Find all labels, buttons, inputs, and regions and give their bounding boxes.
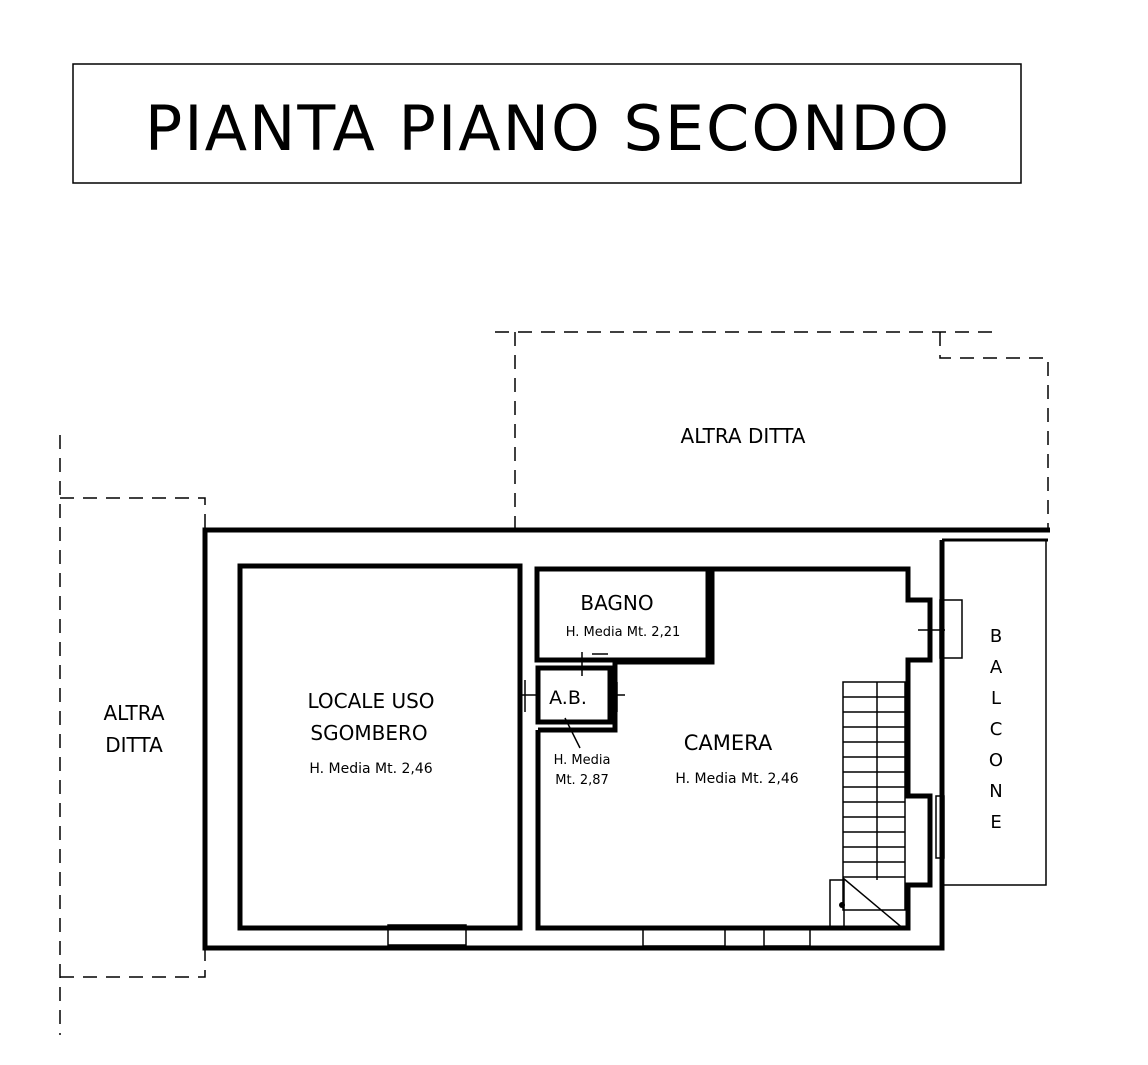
plan-title: PIANTA PIANO SECONDO bbox=[145, 92, 951, 165]
balcone-letter: E bbox=[990, 812, 1001, 833]
neighbor-left-label-1: ALTRA bbox=[103, 701, 164, 725]
locale-label-1: LOCALE USO bbox=[307, 689, 434, 713]
balcone-letter: N bbox=[989, 781, 1002, 802]
ab-height-1: H. Media bbox=[554, 753, 611, 768]
balcone-letter: L bbox=[991, 688, 1001, 709]
balcone-label: B A L C O N E bbox=[989, 626, 1003, 833]
bagno-height: H. Media Mt. 2,21 bbox=[566, 625, 681, 640]
title-box: PIANTA PIANO SECONDO bbox=[72, 63, 1022, 184]
balcone-letter: C bbox=[990, 719, 1003, 740]
ab-leader-line bbox=[564, 717, 581, 749]
camera-height: H. Media Mt. 2,46 bbox=[675, 771, 798, 787]
staircase bbox=[829, 681, 906, 931]
windows bbox=[387, 924, 811, 947]
door-marks bbox=[520, 629, 945, 712]
balcone-letter: O bbox=[989, 750, 1003, 771]
balcone-letter: B bbox=[990, 626, 1002, 647]
balcone-letter: A bbox=[990, 657, 1003, 678]
stair-arrow-icon bbox=[839, 902, 845, 908]
room-locale-walls bbox=[237, 563, 523, 931]
locale-height: H. Media Mt. 2,46 bbox=[309, 761, 432, 777]
neighbor-left-label-2: DITTA bbox=[105, 733, 163, 757]
camera-label: CAMERA bbox=[684, 731, 773, 755]
neighbor-left-outline bbox=[59, 435, 206, 1035]
bagno-label: BAGNO bbox=[580, 591, 653, 615]
ab-label: A.B. bbox=[549, 687, 587, 709]
locale-label-2: SGOMBERO bbox=[310, 721, 427, 745]
ab-height-2: Mt. 2,87 bbox=[555, 773, 609, 788]
balcony bbox=[935, 539, 1047, 886]
room-camera-walls bbox=[535, 566, 933, 931]
neighbor-top-outline bbox=[495, 331, 1049, 528]
neighbor-top-label: ALTRA DITTA bbox=[681, 424, 806, 448]
